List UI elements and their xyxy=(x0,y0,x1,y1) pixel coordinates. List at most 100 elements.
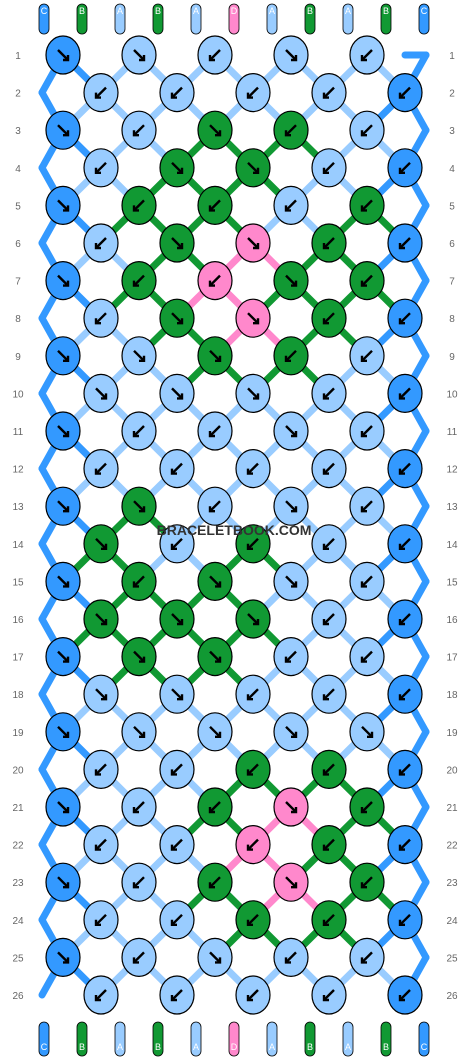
knot xyxy=(387,824,423,865)
knot-arrow-head-icon xyxy=(322,769,329,776)
knot-arrow-head-icon xyxy=(177,167,184,175)
knot xyxy=(83,674,119,714)
knot xyxy=(387,449,423,489)
knot xyxy=(387,975,423,1015)
knot xyxy=(121,561,157,602)
knot-arrow-head-icon xyxy=(170,468,177,475)
knot xyxy=(349,561,385,602)
knot-arrow-icon xyxy=(95,989,107,1001)
row-label-right: 20 xyxy=(446,765,458,776)
knot-arrow-head-icon xyxy=(132,431,139,438)
bottom-string-label: B xyxy=(307,1042,313,1052)
knot-arrow-head-icon xyxy=(284,205,291,212)
knot xyxy=(349,636,385,677)
row-label-left: 14 xyxy=(12,540,24,551)
knot-arrow-icon xyxy=(361,876,373,889)
knot-arrow-head-icon xyxy=(215,355,222,362)
knot-arrow-head-icon xyxy=(284,957,291,964)
knot xyxy=(83,975,119,1015)
knot-arrow-icon xyxy=(247,537,259,550)
knot-arrow-icon xyxy=(285,876,297,889)
knot xyxy=(159,72,195,113)
row-label-right: 3 xyxy=(449,126,455,137)
knot-arrow-icon xyxy=(361,801,373,813)
knot-arrow-head-icon xyxy=(246,694,253,701)
knot xyxy=(311,900,347,940)
row-label-right: 24 xyxy=(446,916,458,927)
top-string xyxy=(76,3,88,35)
knot-grid xyxy=(45,35,423,1015)
row-label-left: 3 xyxy=(15,126,21,137)
knot-arrow-head-icon xyxy=(398,995,405,1002)
row-label-right: 2 xyxy=(449,89,455,100)
knot xyxy=(235,599,271,639)
knot-arrow-icon xyxy=(323,312,335,325)
knot xyxy=(387,524,423,564)
knot-arrow-head-icon xyxy=(94,318,101,325)
knot-arrow-icon xyxy=(361,199,373,212)
knot xyxy=(197,636,233,677)
knot-arrow-head-icon xyxy=(246,543,253,550)
knot-arrow-head-icon xyxy=(246,995,253,1002)
row-label-left: 26 xyxy=(12,991,24,1002)
row-label-right: 5 xyxy=(449,201,455,212)
knot xyxy=(349,336,385,376)
knot xyxy=(197,185,233,225)
knot xyxy=(311,223,347,263)
knot-arrow-icon xyxy=(247,387,259,400)
knot xyxy=(159,674,195,714)
knot xyxy=(349,862,385,902)
bottom-string xyxy=(418,1021,430,1057)
top-string-label: B xyxy=(383,6,389,16)
knot-arrow-icon xyxy=(171,913,183,926)
knot-arrow-icon xyxy=(133,274,145,287)
knot xyxy=(387,674,423,714)
knot-arrow-icon xyxy=(399,838,411,851)
knot xyxy=(273,261,309,301)
knot-arrow-head-icon xyxy=(291,731,298,738)
row-label-left: 8 xyxy=(15,314,21,325)
knot-arrow-icon xyxy=(133,575,145,588)
knot-arrow-head-icon xyxy=(253,243,260,250)
knot xyxy=(349,712,385,752)
knot-arrow-head-icon xyxy=(322,543,329,550)
knot-arrow-icon xyxy=(285,49,297,61)
knot xyxy=(349,486,385,526)
knot-arrow-icon xyxy=(361,49,373,61)
knot-arrow-icon xyxy=(95,688,107,701)
row-label-right: 18 xyxy=(446,690,458,701)
knot xyxy=(197,787,233,827)
knot-arrow-head-icon xyxy=(215,130,222,137)
knot xyxy=(235,674,271,714)
knot-arrow-head-icon xyxy=(215,581,222,588)
knot xyxy=(311,975,347,1015)
knot xyxy=(311,524,347,564)
knot-arrow-head-icon xyxy=(398,543,405,550)
knot-arrow-icon xyxy=(171,161,183,174)
knot-arrow-head-icon xyxy=(63,656,70,663)
knot xyxy=(273,787,309,827)
knot-arrow-icon xyxy=(285,199,297,212)
row-label-right: 6 xyxy=(449,239,455,250)
knot xyxy=(349,110,385,150)
knot-arrow-head-icon xyxy=(208,807,215,814)
top-string xyxy=(190,3,202,35)
knot xyxy=(273,636,309,677)
knot xyxy=(311,373,347,413)
knot-arrow-head-icon xyxy=(284,355,291,362)
knot-arrow-head-icon xyxy=(63,55,70,62)
row-label-left: 4 xyxy=(15,164,21,175)
knot-arrow-icon xyxy=(247,989,259,1001)
knot-arrow-head-icon xyxy=(322,619,329,626)
top-string xyxy=(418,3,430,35)
knot xyxy=(121,787,157,827)
top-string-label: C xyxy=(421,6,428,16)
knot-arrow-head-icon xyxy=(177,694,184,701)
knot xyxy=(45,712,81,752)
bottom-string-label: B xyxy=(79,1042,85,1052)
bottom-string xyxy=(342,1021,354,1057)
knot-arrow-icon xyxy=(285,124,297,137)
row-label-left: 23 xyxy=(12,878,24,889)
row-label-right: 22 xyxy=(446,841,458,852)
knot-arrow-icon xyxy=(285,500,297,513)
